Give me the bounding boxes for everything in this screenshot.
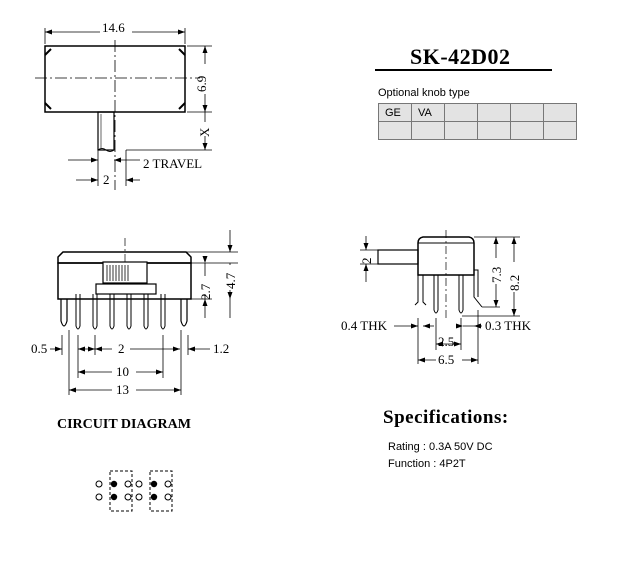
front-mid-label: 10 bbox=[116, 364, 129, 379]
top-lever-label: 2 bbox=[103, 172, 110, 187]
spec-rating: Rating : 0.3A 50V DC bbox=[388, 441, 493, 453]
knob-cell: GE bbox=[378, 103, 412, 122]
knob-row: GE VA bbox=[378, 103, 577, 122]
knob-cell bbox=[444, 103, 478, 122]
top-x-label: X bbox=[197, 127, 212, 137]
knob-cell bbox=[378, 121, 412, 140]
specifications-title: Specifications: bbox=[383, 407, 509, 428]
knob-cell bbox=[477, 103, 511, 122]
top-height-label: 6.9 bbox=[194, 75, 209, 92]
knob-cell bbox=[510, 103, 544, 122]
top-width-label: 14.6 bbox=[102, 20, 125, 35]
front-total-label: 13 bbox=[116, 382, 129, 397]
knob-table: GE VA bbox=[378, 103, 577, 140]
side-h2-label: 8.2 bbox=[507, 274, 522, 291]
knob-row bbox=[378, 121, 577, 140]
knob-cell: VA bbox=[411, 103, 445, 122]
side-lever-label: 2 bbox=[359, 257, 374, 265]
knob-cell bbox=[510, 121, 544, 140]
spec-function: Function : 4P2T bbox=[388, 458, 466, 470]
side-h1-label: 7.3 bbox=[489, 266, 504, 283]
top-travel-label: 2 TRAVEL bbox=[143, 156, 203, 171]
front-left-label: 0.5 bbox=[31, 341, 48, 356]
side-right-thk-label: 0.3 THK bbox=[485, 318, 531, 333]
circuit-title: CIRCUIT DIAGRAM bbox=[57, 417, 191, 432]
knob-cell bbox=[411, 121, 445, 140]
side-view-body bbox=[360, 230, 520, 364]
front-right-label: 1.2 bbox=[213, 341, 230, 356]
front-h1-label: 2.7 bbox=[198, 283, 213, 300]
side-pitch-label: 2.5 bbox=[438, 334, 455, 349]
front-view-body bbox=[50, 230, 238, 395]
front-h2-label: 4.7 bbox=[223, 272, 238, 289]
side-left-thk-label: 0.4 THK bbox=[341, 318, 387, 333]
front-pitch-label: 2 bbox=[118, 341, 125, 356]
knob-cell bbox=[543, 121, 577, 140]
knob-cell bbox=[543, 103, 577, 122]
side-total-label: 6.5 bbox=[438, 352, 455, 367]
knob-caption: Optional knob type bbox=[378, 87, 470, 99]
circuit-schematic bbox=[95, 470, 173, 512]
knob-cell bbox=[477, 121, 511, 140]
part-number-title: SK-42D02 bbox=[410, 44, 511, 69]
knob-cell bbox=[444, 121, 478, 140]
top-view-body bbox=[35, 28, 212, 190]
